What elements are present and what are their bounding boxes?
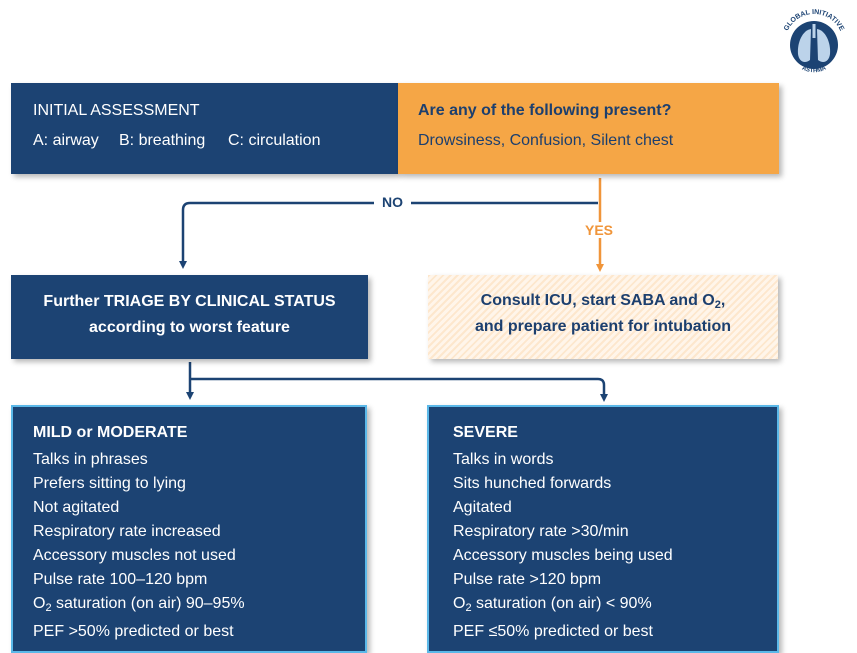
severe-box: SEVERE Talks in words Sits hunched forwa… bbox=[427, 405, 779, 653]
mild-moderate-title: MILD or MODERATE bbox=[33, 424, 188, 441]
yes-label: YES bbox=[583, 222, 616, 238]
svg-text:ASTHMA: ASTHMA bbox=[801, 65, 828, 74]
mild-feature: Prefers sitting to lying bbox=[33, 475, 186, 492]
severe-o2-saturation: O2 saturation (on air) < 90% bbox=[453, 592, 673, 620]
initial-assessment-title: INITIAL ASSESSMENT bbox=[33, 102, 200, 119]
mild-o2-subscript: 2 bbox=[45, 602, 52, 614]
icu-line-1-text: Consult ICU, start SABA and O bbox=[480, 292, 715, 309]
severe-features: Talks in words Sits hunched forwards Agi… bbox=[453, 448, 673, 644]
icu-line-1-subscript: 2 bbox=[714, 299, 721, 311]
mild-moderate-features: Talks in phrases Prefers sitting to lyin… bbox=[33, 448, 245, 644]
severe-o2-subscript: 2 bbox=[465, 602, 472, 614]
icu-line-1: Consult ICU, start SABA and O2, bbox=[428, 292, 778, 311]
danger-signs-list: Drowsiness, Confusion, Silent chest bbox=[418, 132, 674, 149]
mild-pef: PEF >50% predicted or best bbox=[33, 623, 234, 640]
severe-feature: Accessory muscles being used bbox=[453, 547, 673, 564]
danger-signs-question: Are any of the following present? bbox=[418, 102, 672, 119]
severe-o2-text: O bbox=[453, 595, 466, 612]
logo-text-bottom: ASTHMA bbox=[801, 65, 828, 74]
no-label: NO bbox=[374, 194, 411, 210]
mild-feature: Pulse rate 100–120 bpm bbox=[33, 571, 208, 588]
severe-feature: Talks in words bbox=[453, 451, 554, 468]
mild-feature: Talks in phrases bbox=[33, 451, 148, 468]
initial-assessment-box: INITIAL ASSESSMENT A: airway B: breathin… bbox=[11, 83, 398, 174]
icu-line-1-comma: , bbox=[720, 292, 726, 309]
triage-line-1: Further TRIAGE BY CLINICAL STATUS bbox=[43, 293, 336, 310]
triage-box: Further TRIAGE BY CLINICAL STATUS accord… bbox=[11, 275, 368, 359]
severe-pef: PEF ≤50% predicted or best bbox=[453, 623, 653, 640]
severe-o2-value: saturation (on air) < 90% bbox=[471, 595, 652, 612]
no-connector bbox=[179, 201, 598, 269]
mild-o2-value: saturation (on air) 90–95% bbox=[51, 595, 245, 612]
icu-line-2: and prepare patient for intubation bbox=[474, 318, 731, 335]
mild-feature: Respiratory rate increased bbox=[33, 523, 221, 540]
mild-feature: Not agitated bbox=[33, 499, 120, 516]
severe-feature: Pulse rate >120 bpm bbox=[453, 571, 602, 588]
gina-logo: GLOBAL INITIATIVE ASTHMA bbox=[773, 2, 855, 84]
severe-feature: Agitated bbox=[453, 499, 512, 516]
mild-o2-text: O bbox=[33, 595, 46, 612]
mild-feature: Accessory muscles not used bbox=[33, 547, 236, 564]
icu-box: Consult ICU, start SABA and O2, and prep… bbox=[428, 275, 778, 359]
lungs-logo-icon: GLOBAL INITIATIVE ASTHMA bbox=[783, 9, 845, 74]
breathing-text: B: breathing bbox=[119, 132, 206, 149]
circulation-text: C: circulation bbox=[228, 132, 321, 149]
mild-moderate-box: MILD or MODERATE Talks in phrases Prefer… bbox=[11, 405, 367, 653]
triage-right-connector bbox=[190, 377, 608, 402]
severe-feature: Respiratory rate >30/min bbox=[453, 523, 629, 540]
severe-feature: Sits hunched forwards bbox=[453, 475, 612, 492]
triage-line-2: according to worst feature bbox=[89, 319, 290, 336]
danger-signs-box: Are any of the following present? Drowsi… bbox=[398, 83, 779, 174]
severe-title: SEVERE bbox=[453, 424, 518, 441]
mild-o2-saturation: O2 saturation (on air) 90–95% bbox=[33, 592, 245, 620]
airway-text: A: airway bbox=[33, 132, 99, 149]
